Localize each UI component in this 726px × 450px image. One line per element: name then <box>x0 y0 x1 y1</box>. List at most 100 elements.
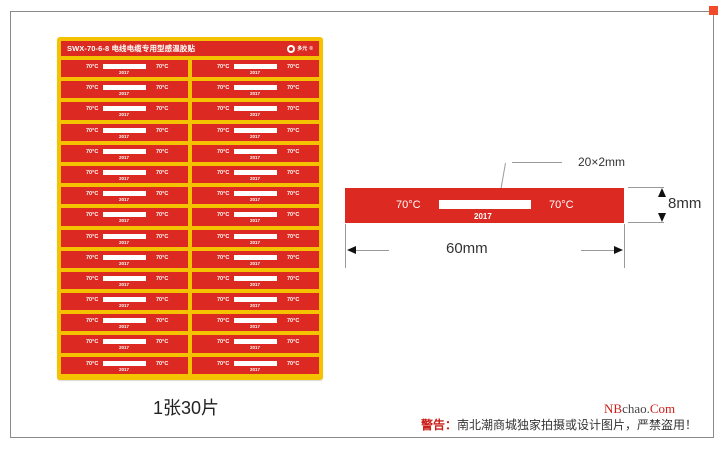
mini-label: 70°C 70°C 2017 <box>192 60 319 78</box>
temp-right: 70°C <box>287 212 300 219</box>
temp-left: 70°C <box>217 339 230 346</box>
indicator-window <box>234 169 277 175</box>
corner-marker <box>709 6 718 15</box>
indicator-window <box>234 254 277 260</box>
temp-left: 70°C <box>217 360 230 367</box>
detail-year: 2017 <box>474 212 492 221</box>
detail-label: 70°C 70°C 2017 <box>345 188 624 223</box>
indicator-window <box>234 148 277 154</box>
temp-left: 70°C <box>217 85 230 92</box>
year: 2017 <box>250 70 261 75</box>
indicator-window <box>234 318 277 324</box>
temp-right: 70°C <box>287 339 300 346</box>
indicator-window <box>234 233 277 239</box>
site-prefix: NB <box>604 401 623 416</box>
temp-right: 70°C <box>287 275 300 282</box>
mini-label: 70°C 70°C 2017 <box>192 293 319 311</box>
year: 2017 <box>119 197 130 203</box>
mini-label: 70°C 70°C 2017 <box>192 250 319 268</box>
year: 2017 <box>119 260 130 266</box>
indicator-window <box>234 339 277 345</box>
temp-left: 70°C <box>86 339 99 346</box>
year: 2017 <box>250 260 261 266</box>
registered-mark: ® <box>309 45 313 52</box>
year: 2017 <box>119 281 130 287</box>
temp-right: 70°C <box>156 127 169 134</box>
sheet-header: SWX-70-6-8 电线电缆专用型感温胶贴 多元 ® <box>61 41 319 56</box>
leader-line-horizontal <box>512 162 562 163</box>
temp-left: 70°C <box>217 106 230 113</box>
indicator-window <box>234 275 277 281</box>
temp-left: 70°C <box>86 254 99 261</box>
year: 2017 <box>250 303 261 309</box>
temp-right: 70°C <box>156 297 169 304</box>
label-sheet: SWX-70-6-8 电线电缆专用型感温胶贴 多元 ® 70°C 70°C 20… <box>57 37 323 380</box>
mini-label: 70°C 70°C 2017 <box>192 356 319 374</box>
indicator-window <box>103 212 146 218</box>
year: 2017 <box>250 239 261 245</box>
detail-indicator-window <box>439 200 531 209</box>
year: 2017 <box>250 281 261 287</box>
height-dimension: 8mm <box>668 195 702 212</box>
indicator-window <box>103 64 146 69</box>
year: 2017 <box>250 345 261 351</box>
temp-left: 70°C <box>217 212 230 219</box>
year: 2017 <box>250 112 261 118</box>
temp-left: 70°C <box>86 106 99 113</box>
mini-label: 70°C 70°C 2017 <box>61 165 188 184</box>
temp-left: 70°C <box>86 212 99 219</box>
year: 2017 <box>250 324 261 330</box>
mini-label: 70°C 70°C 2017 <box>61 335 188 353</box>
year: 2017 <box>250 133 261 139</box>
temp-left: 70°C <box>86 275 99 282</box>
temp-left: 70°C <box>86 297 99 304</box>
image-frame <box>10 11 714 438</box>
indicator-window <box>234 127 277 133</box>
temp-left: 70°C <box>217 254 230 261</box>
temp-right: 70°C <box>156 212 169 219</box>
temp-right: 70°C <box>287 297 300 304</box>
year: 2017 <box>119 366 130 372</box>
temp-right: 70°C <box>287 191 300 198</box>
year: 2017 <box>119 91 130 97</box>
indicator-window <box>103 148 146 154</box>
mini-label: 70°C 70°C 2017 <box>192 123 319 141</box>
temp-left: 70°C <box>86 318 99 325</box>
site-watermark: NBchao.Com <box>604 401 675 417</box>
temp-left: 70°C <box>86 64 99 70</box>
temp-right: 70°C <box>156 85 169 92</box>
temp-left: 70°C <box>86 233 99 240</box>
year: 2017 <box>119 239 130 245</box>
copyright-warning: 警告：南北潮商城独家拍摄或设计图片，严禁盗用！ <box>421 416 697 433</box>
mini-label: 70°C 70°C 2017 <box>192 314 319 332</box>
mini-label: 70°C 70°C 2017 <box>61 356 188 374</box>
temp-left: 70°C <box>217 148 230 155</box>
mini-label: 70°C 70°C 2017 <box>61 144 188 162</box>
temp-left: 70°C <box>86 148 99 155</box>
label-grid: 70°C 70°C 2017 70°C 70°C 2017 70°C 70°C … <box>61 60 319 374</box>
temp-right: 70°C <box>287 254 300 261</box>
year: 2017 <box>250 154 261 160</box>
indicator-window <box>103 275 146 281</box>
mini-label: 70°C 70°C 2017 <box>61 187 188 205</box>
indicator-window <box>234 106 277 112</box>
width-dimension: 60mm <box>446 240 488 257</box>
width-extension-left <box>345 224 346 268</box>
warning-label: 警告： <box>421 418 458 432</box>
temp-right: 70°C <box>287 360 300 367</box>
year: 2017 <box>119 345 130 351</box>
site-middle: chao. <box>622 401 650 416</box>
mini-label: 70°C 70°C 2017 <box>61 229 188 247</box>
temp-left: 70°C <box>86 360 99 367</box>
temp-right: 70°C <box>287 233 300 240</box>
detail-temp-left: 70°C <box>396 199 421 211</box>
sheet-title: SWX-70-6-8 电线电缆专用型感温胶贴 <box>67 44 196 53</box>
temp-right: 70°C <box>287 64 300 70</box>
indicator-window <box>234 212 277 218</box>
year: 2017 <box>119 324 130 330</box>
temp-left: 70°C <box>217 127 230 134</box>
temp-left: 70°C <box>217 297 230 304</box>
window-dimension: 20×2mm <box>578 155 626 169</box>
mini-label: 70°C 70°C 2017 <box>61 208 188 226</box>
mini-label: 70°C 70°C 2017 <box>61 293 188 311</box>
